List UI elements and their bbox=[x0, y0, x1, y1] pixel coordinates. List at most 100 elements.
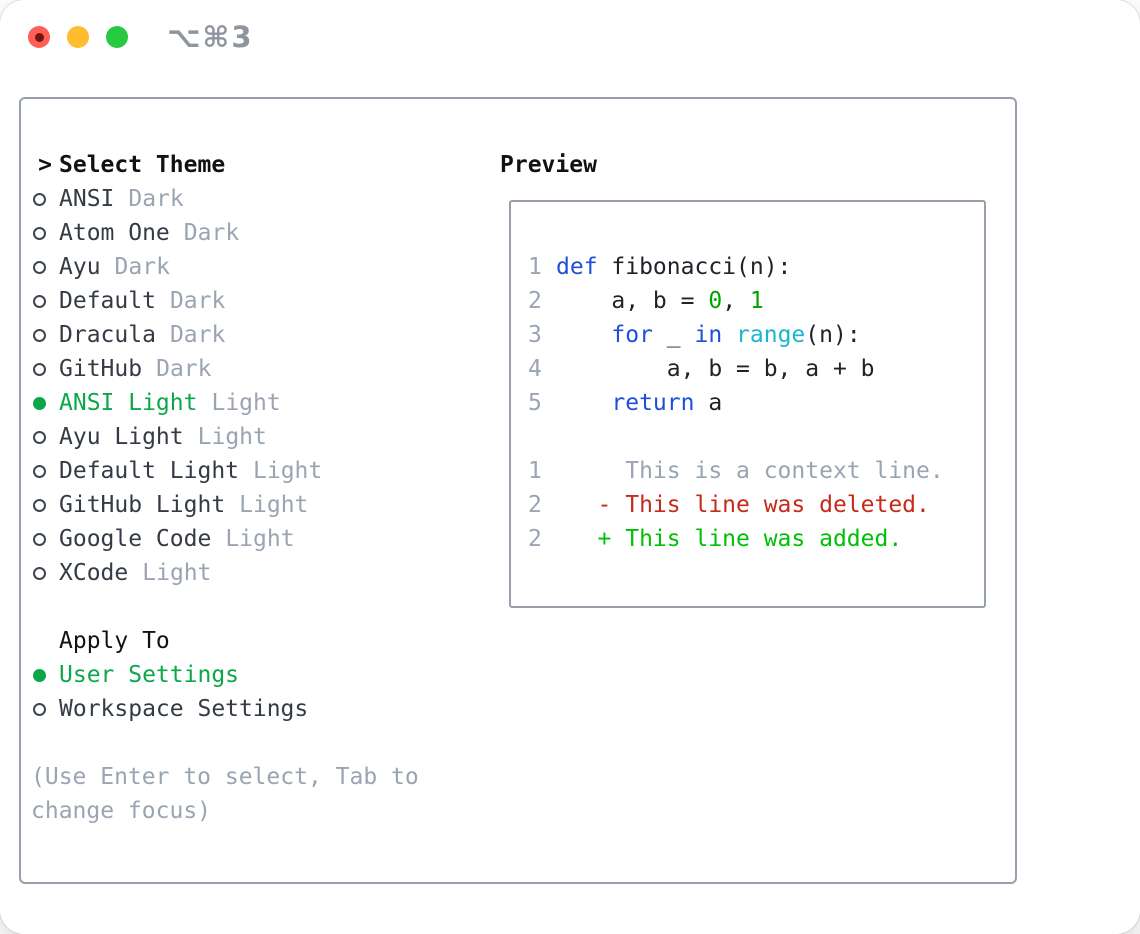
code-segment: def bbox=[556, 254, 598, 280]
theme-option-google-code[interactable]: Google Code Light bbox=[31, 522, 419, 556]
zoom-button[interactable] bbox=[106, 26, 128, 48]
theme-name: Atom One bbox=[59, 220, 170, 246]
line-number: 2 bbox=[528, 492, 542, 518]
radio-cell bbox=[31, 464, 59, 478]
code-segment: in bbox=[694, 322, 723, 348]
code-segment bbox=[556, 386, 611, 420]
radio-icon bbox=[33, 294, 46, 308]
theme-variant-tag: Dark bbox=[128, 186, 184, 212]
line-number: 1 bbox=[528, 458, 542, 484]
line-number: 5 bbox=[528, 390, 542, 416]
select-theme-title: Select Theme bbox=[59, 152, 226, 178]
theme-option-default-light[interactable]: Default Light Light bbox=[31, 454, 419, 488]
radio-cell bbox=[31, 260, 59, 274]
radio-icon bbox=[33, 430, 46, 444]
code-line: 2 + This line was added. bbox=[528, 522, 984, 556]
theme-variant-tag: Dark bbox=[169, 322, 226, 348]
radio-icon bbox=[33, 464, 46, 478]
theme-name: GitHub Light bbox=[59, 492, 226, 518]
radio-cell bbox=[31, 192, 59, 206]
apply-option-workspace-settings[interactable]: Workspace Settings bbox=[31, 692, 419, 726]
theme-variant-tag: Light bbox=[225, 526, 295, 552]
code-line: 5 return a bbox=[528, 386, 984, 420]
window-shortcut-label: ⌥⌘3 bbox=[167, 20, 254, 54]
close-button[interactable] bbox=[28, 26, 50, 48]
code-segment: 1 bbox=[749, 288, 764, 314]
theme-variant-tag: Light bbox=[197, 424, 267, 450]
theme-variant-tag: Dark bbox=[114, 254, 170, 280]
titlebar: ⌥⌘3 bbox=[0, 0, 1140, 75]
theme-name: XCode bbox=[59, 560, 129, 586]
code-line: 1 This is a context line. bbox=[528, 454, 984, 488]
prompt-icon: > bbox=[38, 152, 52, 178]
radio-cell bbox=[31, 396, 59, 410]
line-number: 2 bbox=[528, 526, 542, 552]
theme-name: Ayu Light bbox=[59, 424, 184, 450]
radio-icon bbox=[33, 498, 46, 512]
radio-cell bbox=[31, 498, 59, 512]
close-dot-icon bbox=[34, 32, 44, 42]
code-segment: , bbox=[722, 288, 750, 314]
radio-cell bbox=[31, 294, 59, 308]
radio-cell bbox=[31, 362, 59, 376]
theme-option-ayu-light[interactable]: Ayu Light Light bbox=[31, 420, 419, 454]
radio-icon bbox=[33, 260, 46, 274]
radio-selected-icon bbox=[33, 396, 46, 410]
apply-option-label: User Settings bbox=[59, 662, 240, 688]
theme-option-ansi[interactable]: ANSI Dark bbox=[31, 182, 419, 216]
theme-variant-tag: Dark bbox=[183, 220, 240, 246]
line-number: 2 bbox=[528, 288, 542, 314]
theme-name: Ayu bbox=[59, 254, 101, 280]
code-segment: a, b = bbox=[556, 288, 709, 314]
theme-variant-tag: Light bbox=[253, 458, 323, 484]
radio-icon bbox=[33, 328, 46, 342]
code-segment: + This line was added. bbox=[556, 526, 903, 552]
theme-variant-tag: Dark bbox=[169, 288, 226, 314]
theme-variant-tag: Light bbox=[142, 560, 212, 586]
theme-name: ANSI Light bbox=[59, 390, 198, 416]
theme-name: Default Light bbox=[59, 458, 240, 484]
preview-title: Preview bbox=[500, 152, 597, 178]
code-line: 2 - This line was deleted. bbox=[528, 488, 984, 522]
theme-option-dracula[interactable]: Dracula Dark bbox=[31, 318, 419, 352]
theme-name: Dracula bbox=[59, 322, 156, 348]
code-segment: return bbox=[611, 390, 695, 416]
radio-icon bbox=[33, 702, 46, 716]
code-segment: _ bbox=[652, 322, 695, 348]
spacer bbox=[31, 726, 419, 760]
traffic-lights bbox=[28, 26, 128, 48]
radio-cell bbox=[31, 328, 59, 342]
code-segment: - This line was deleted. bbox=[556, 492, 930, 518]
hint-text-line2: change focus) bbox=[31, 798, 212, 824]
radio-icon bbox=[33, 532, 46, 546]
radio-cell bbox=[31, 226, 59, 240]
radio-cell bbox=[31, 532, 59, 546]
apply-option-label: Workspace Settings bbox=[59, 696, 309, 722]
radio-cell bbox=[31, 566, 59, 580]
spacer bbox=[31, 590, 419, 624]
code-segment bbox=[556, 318, 611, 352]
code-segment: a, b = b, a + b bbox=[556, 356, 875, 382]
code-segment: (n): bbox=[805, 322, 861, 348]
radio-icon bbox=[33, 226, 46, 240]
theme-option-atom-one[interactable]: Atom One Dark bbox=[31, 216, 419, 250]
radio-cell bbox=[31, 702, 59, 716]
theme-option-xcode[interactable]: XCode Light bbox=[31, 556, 419, 590]
theme-option-ayu[interactable]: Ayu Dark bbox=[31, 250, 419, 284]
theme-name: ANSI bbox=[59, 186, 115, 212]
hint-text-line1: (Use Enter to select, Tab to bbox=[31, 764, 419, 790]
theme-name: Google Code bbox=[59, 526, 212, 552]
apply-option-user-settings[interactable]: User Settings bbox=[31, 658, 419, 692]
minimize-button[interactable] bbox=[67, 26, 89, 48]
theme-name: GitHub bbox=[59, 356, 143, 382]
